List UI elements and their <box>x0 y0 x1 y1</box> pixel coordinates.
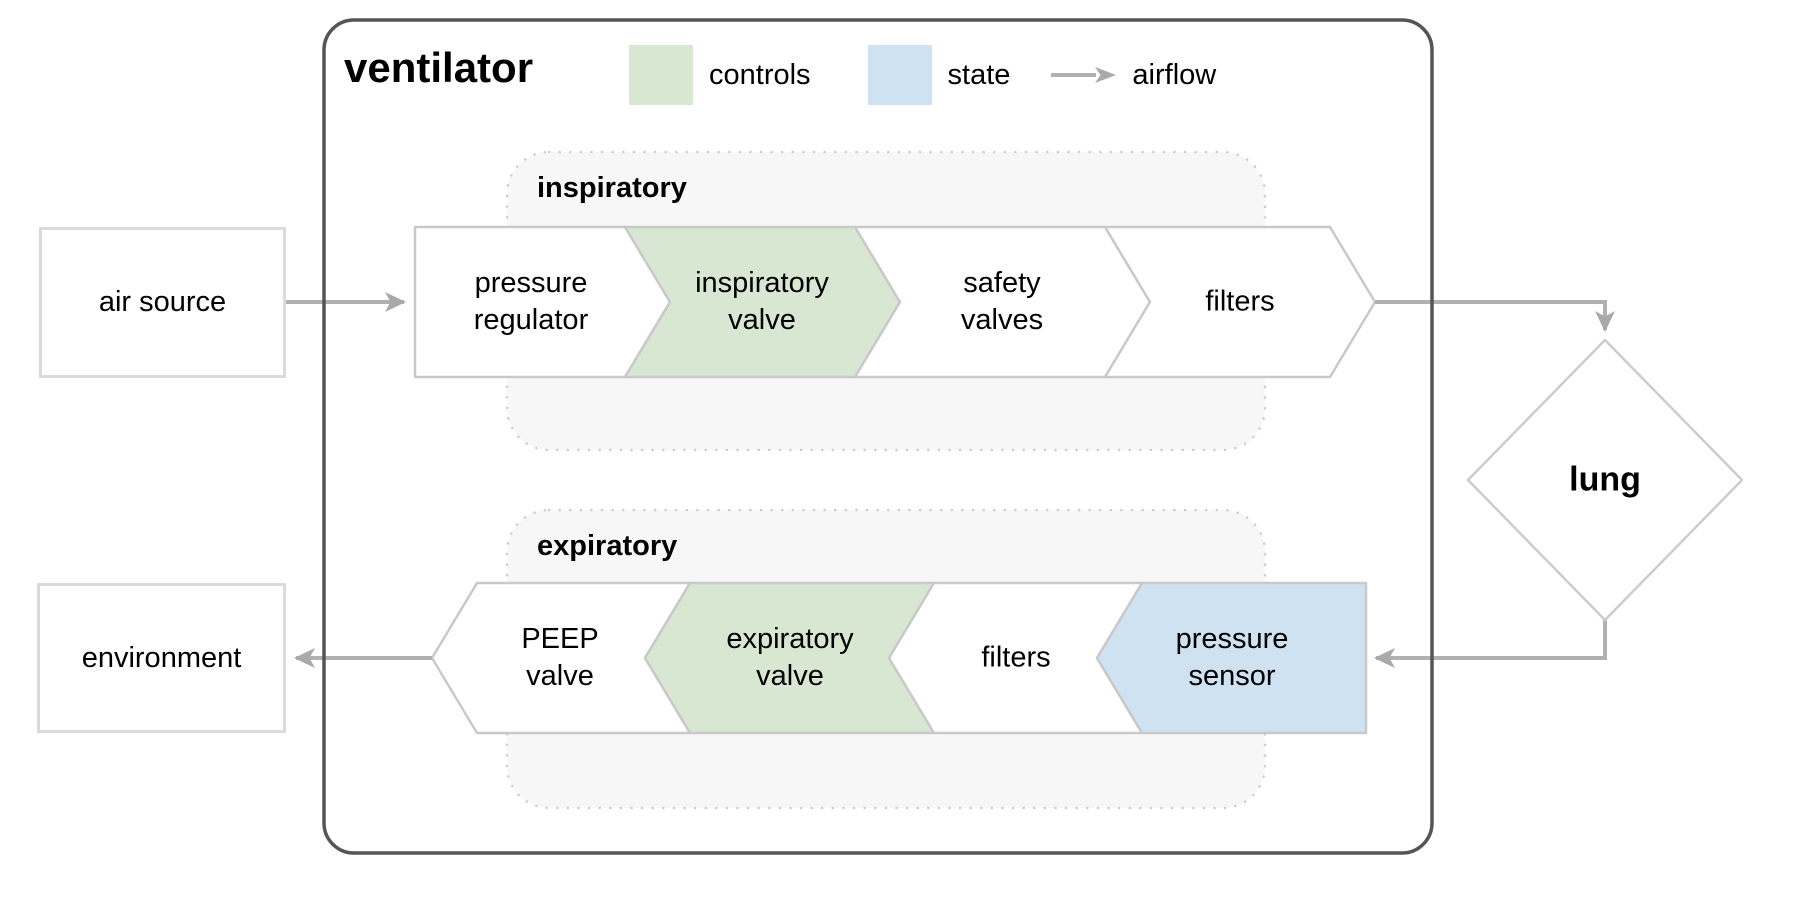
ventilator-box-border <box>322 18 1434 855</box>
lung-node-shape <box>1466 338 1744 622</box>
stage-pressure-regulator-label: pressure regulator <box>473 267 589 336</box>
inspiratory-group-label: inspiratory <box>537 172 687 204</box>
stage-inspiratory-filters-shape <box>1103 225 1377 379</box>
controls-color-swatch <box>629 45 693 105</box>
environment-node: environment <box>37 583 286 733</box>
expiratory-group-label: expiratory <box>537 530 678 562</box>
page-title: ventilator <box>344 44 534 91</box>
airflow-arrow-icon <box>1051 67 1117 83</box>
state-color-swatch <box>867 45 932 105</box>
legend-state-label: state <box>947 58 1011 91</box>
stage-inspiratory-valve-label: inspiratory valve <box>695 267 829 336</box>
stage-expiratory-filters-label: filters <box>981 641 1051 674</box>
legend: controls state airflow <box>629 42 1216 108</box>
stage-pressure-sensor-shape <box>1095 581 1368 735</box>
stage-expiratory-valve-label: expiratory valve <box>726 623 854 692</box>
stage-pressure-sensor-label: pressure sensor <box>1175 623 1289 692</box>
stage-inspiratory-filters-label: filters <box>1205 285 1275 318</box>
lung-label: lung <box>1569 460 1641 499</box>
environment-label: environment <box>81 641 242 674</box>
legend-controls-label: controls <box>709 58 811 91</box>
arrow-lung-to-pressure-sensor <box>1374 620 1607 668</box>
stage-peep-valve-label: PEEP valve <box>521 623 599 692</box>
air-source-label: air source <box>98 286 227 318</box>
legend-airflow-label: airflow <box>1132 58 1217 91</box>
air-source-node: air source <box>39 227 286 378</box>
arrow-filters-to-lung <box>1375 300 1615 332</box>
stage-safety-valves-label: safety valves <box>960 267 1044 336</box>
